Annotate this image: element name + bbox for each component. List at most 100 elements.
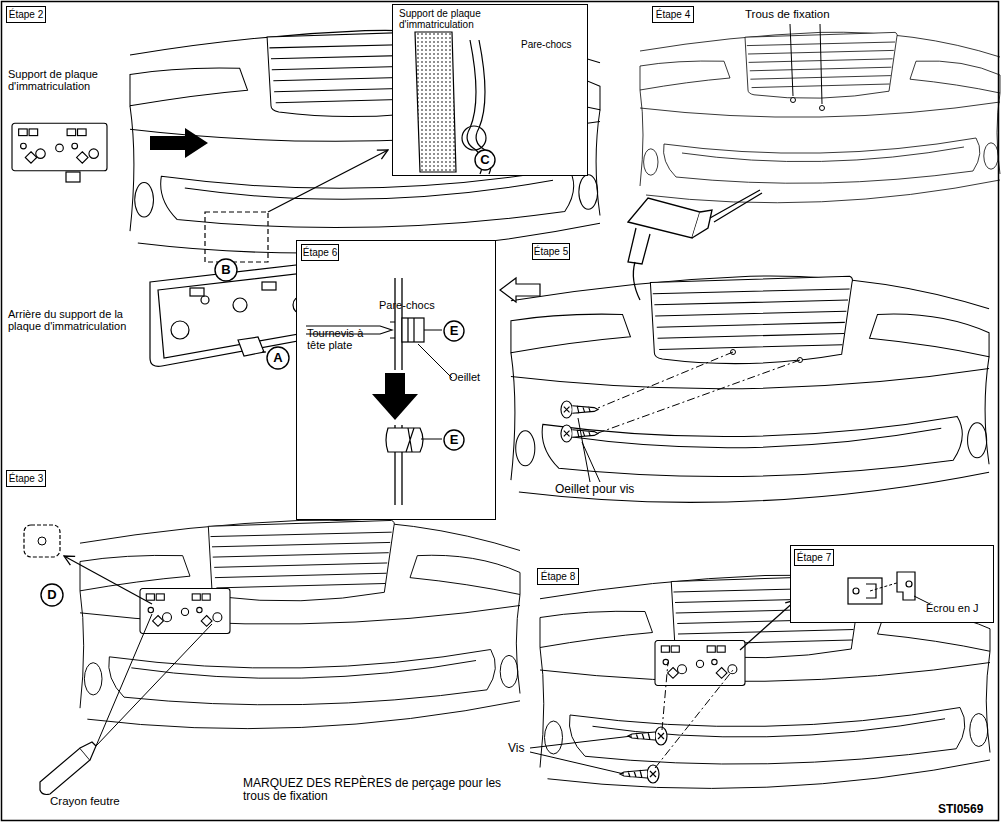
drill-handle [628,228,650,264]
callout-letter: C [474,149,496,171]
step-label: Étape 5 [532,243,570,260]
drill-cord [633,262,640,300]
step-text: Étape 4 [653,7,693,22]
dash-line [655,662,733,768]
detail-pointer [268,150,388,212]
bracket-tab [66,172,80,182]
step-text: Étape 5 [533,244,569,259]
callout-letter-text: C [474,149,496,171]
circle-outline [475,150,495,170]
car-front [511,276,989,502]
leader-line [530,736,632,774]
bracket-hole [171,321,189,339]
install-arrow [150,128,208,158]
pen-body [40,748,90,795]
detail-inset: Support de plaque d'immatriculationPare-… [392,4,588,176]
screw [561,401,598,418]
screw [620,765,659,783]
screw [628,727,667,745]
callout-letter-text: E [443,320,465,342]
bracket-hole [201,296,209,304]
bracket-slot [262,282,276,290]
detail-pointer [500,278,540,302]
grommet [390,318,424,342]
marker-pen [40,742,96,795]
detail-pointer [740,600,796,650]
circle-outline [215,259,237,281]
mounting-hole [820,106,825,111]
inset-background [790,545,994,623]
dashed-area [205,212,268,262]
step-label: Étape 4 [652,6,694,23]
j-nut-hole [906,581,912,587]
inset-background [392,4,588,176]
figure-code: STI0569 [938,803,998,816]
step-text: Étape 8 [538,569,578,584]
part-label: MARQUEZ DES REPÈRES de perçage pour les … [243,777,508,804]
j-nut [897,572,915,600]
dash-line [870,582,900,591]
plate-bracket [655,641,745,686]
j-nut-body [897,572,915,600]
pen-tip [80,742,96,760]
part-label: Trous de fixation [745,8,875,21]
detail-inset: Tournevis à tête platePare-chocsOeilletÉ… [296,240,496,520]
bracket-piece [848,578,882,604]
leader-line [418,330,452,439]
grommet-rib [406,428,414,452]
grommet [386,428,423,452]
step-text: Étape 3 [7,471,45,486]
drill-bit [710,190,762,222]
callout-letter: E [443,429,465,451]
leader-line [262,351,266,352]
plate-bracket [140,589,230,634]
leader-line [96,614,212,746]
bracket-hole [233,298,247,312]
callout-letter-text: E [443,429,465,451]
circle-outline [41,584,63,606]
part-label: Vis [508,742,538,755]
inset-text: Support de plaque d'immatriculation [399,8,511,30]
callout-letter: B [214,258,238,282]
callout-letter: E [443,320,465,342]
grommet-body [386,428,423,452]
step-text: Étape 6 [302,245,338,260]
grommet-body [402,318,424,342]
step-arrow [372,373,418,420]
drill-chuck [692,210,712,238]
dash-line [598,352,800,433]
inset-text: Écrou en J [926,602,994,614]
step-label: Étape 8 [537,568,579,585]
step-label: Étape 2 [6,6,46,23]
callout-letter: A [266,346,290,370]
bracket-corner [848,578,882,604]
leader-line [578,418,600,482]
circle-outline [444,321,464,341]
mounting-hole [791,98,796,103]
part-label: Support de plaque d'immatriculation [8,68,103,93]
circle-outline [267,347,289,369]
callout-letter-text: A [266,346,290,370]
leader-line [790,24,822,104]
inset-text: Tournevis à tête plate [307,327,379,351]
detail-circle [462,126,486,150]
inset-text: Pare-chocs [521,39,583,50]
callout-letter-text: B [214,258,238,282]
callout-letter-text: D [40,583,64,607]
detail-pointer [64,556,152,604]
part-label: Crayon feutre [50,795,150,808]
callout-letter: D [40,583,64,607]
part-label: Arrière du support de la plaque d'immatr… [8,308,148,333]
step-label: Étape 3 [6,470,46,487]
part-label: Oeillet pour vis [555,483,665,496]
detail-inset: Écrou en JÉtape 7 [790,545,994,623]
inset-text: Pare-chocs [379,299,443,311]
drill-mark [38,537,46,545]
car-front [640,32,1000,203]
bracket-slot [190,288,204,296]
plate-bracket [12,123,107,171]
